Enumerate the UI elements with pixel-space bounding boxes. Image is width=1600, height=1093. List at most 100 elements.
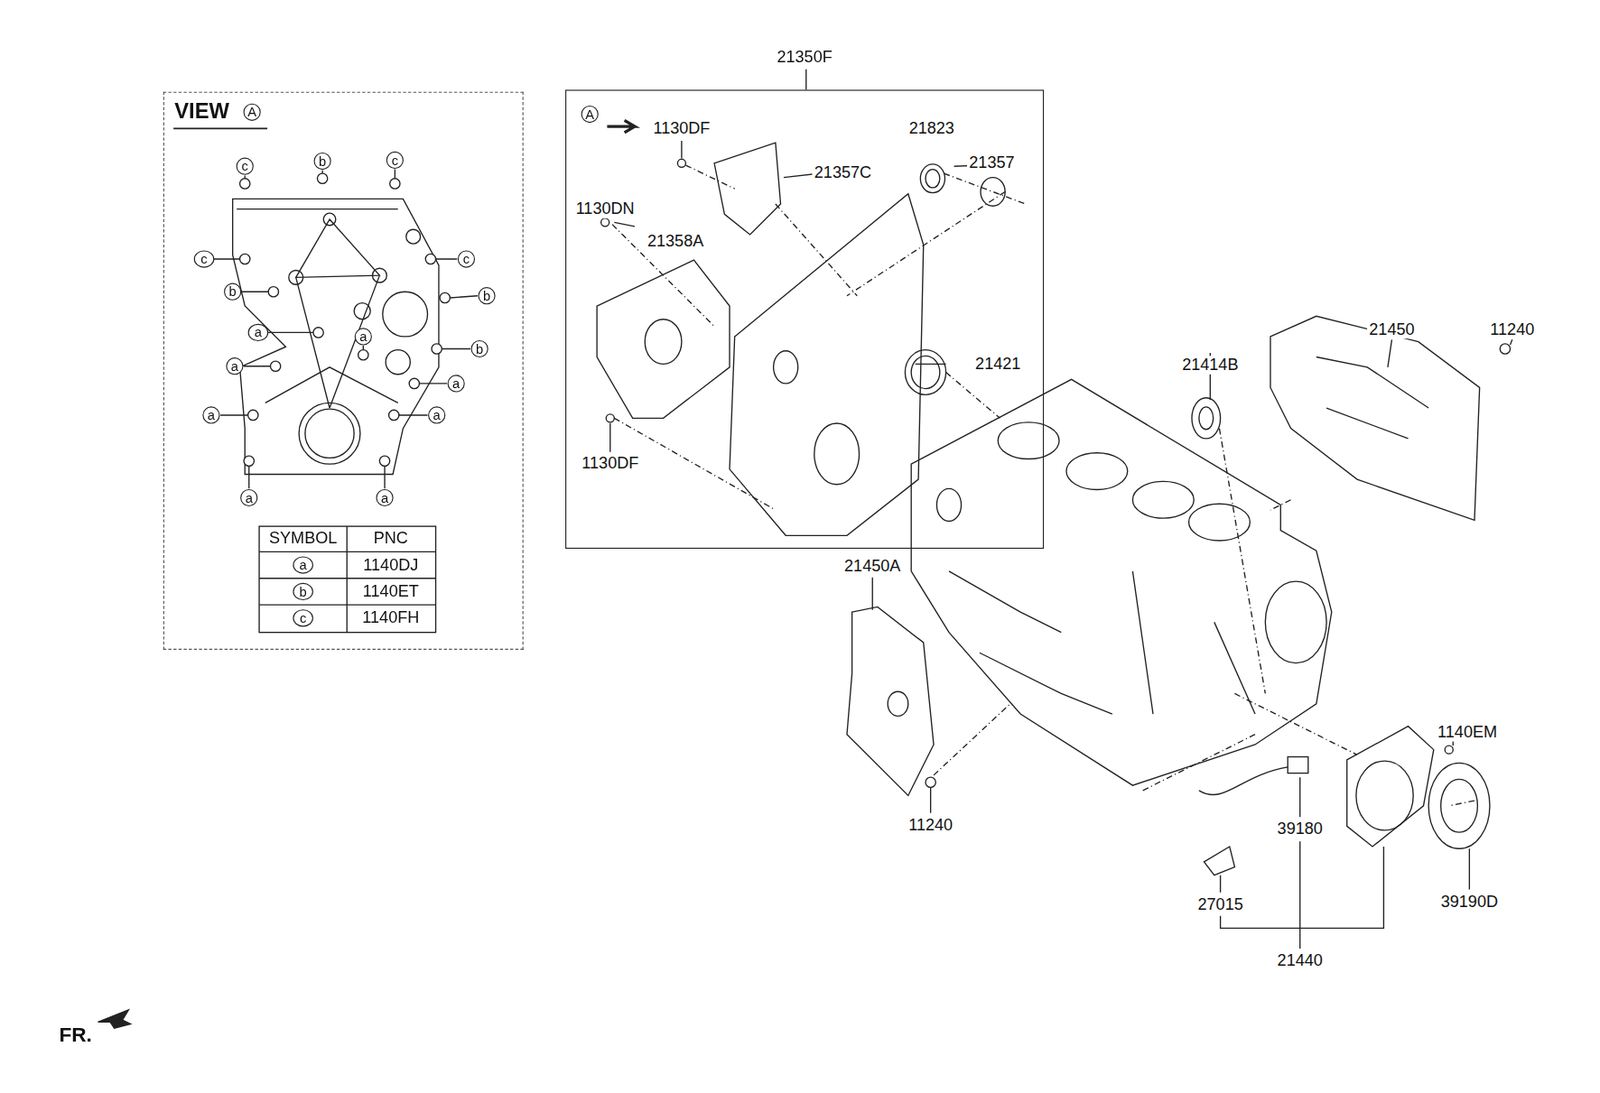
block-parts-part [887, 691, 909, 717]
callout-number: 1140EM [1435, 723, 1500, 742]
engine-block-part [997, 422, 1060, 460]
view-a-cover-part-part [268, 287, 279, 298]
table-grid-part [259, 526, 437, 633]
table-grid-part [346, 526, 348, 633]
view-box: VIEW [163, 92, 524, 651]
symbol-letter: a [427, 406, 446, 424]
timing-cover-parts-part [925, 169, 940, 188]
engine-block-part [1189, 503, 1251, 541]
view-a-cover-part [385, 350, 410, 375]
block-parts-part [1347, 726, 1434, 847]
timing-cover-parts-part [610, 140, 981, 453]
timing-cover-parts-part [911, 355, 940, 389]
view-a-cover-part [232, 198, 439, 475]
timing-cover-parts-part [773, 351, 799, 384]
timing-cover-parts-part [814, 423, 860, 485]
view-a-cover-part [265, 219, 399, 409]
callout-number: 21823 [906, 119, 957, 138]
view-a-cover-part [406, 229, 421, 244]
symbol-letter: c [292, 609, 314, 627]
block-parts-part [872, 339, 1513, 894]
engine-block-part [911, 379, 1332, 786]
timing-cover-parts-part [606, 120, 635, 133]
callout-number: 21357 [967, 154, 1017, 173]
engine-block-part [948, 571, 1256, 715]
block-parts-part [1204, 846, 1236, 876]
timing-cover-parts-part [644, 319, 682, 365]
symbol-letter: c [386, 151, 404, 169]
block-parts-part [1499, 344, 1510, 354]
symbol-letter: c [194, 250, 215, 268]
engine-block-part [1265, 581, 1327, 663]
table-cell: 1140FH [360, 609, 422, 628]
callout-number: 27015 [1195, 895, 1246, 914]
block-parts-part [1199, 767, 1288, 796]
callout-number: 21450 [1367, 320, 1417, 339]
block-parts-part [97, 1010, 131, 1029]
timing-cover-parts-part [677, 158, 686, 168]
timing-cover-parts-part [605, 414, 614, 423]
view-a-cover-part-part [248, 409, 259, 420]
view-a-cover-part [305, 409, 354, 458]
block-parts-part [1356, 761, 1414, 831]
symbol-letter: a [225, 357, 243, 375]
symbol-letter: b [314, 152, 332, 170]
view-a-cover-part-part [358, 350, 369, 361]
block-parts-part [846, 606, 934, 796]
symbol-letter: a [447, 374, 466, 392]
view-a-cover-part-part [379, 455, 390, 466]
table-cell: 1140ET [361, 582, 422, 601]
symbol-letter: c [236, 158, 254, 176]
view-a-cover-part-part [425, 253, 436, 264]
timing-cover-parts [596, 69, 1026, 536]
view-a-cover-part-part [431, 344, 442, 354]
engine-block [911, 379, 1332, 786]
symbol-letter: b [471, 340, 489, 358]
block-parts [97, 316, 1512, 1029]
table-cell: SYMBOL [267, 530, 340, 549]
callout-number: 1130DF [579, 454, 642, 473]
callout-number: 21440 [1274, 951, 1325, 970]
block-parts-part [1191, 398, 1221, 439]
timing-cover-parts-part [612, 165, 1026, 511]
timing-cover-parts-part [920, 164, 945, 194]
front-mark: FR. [56, 1025, 94, 1044]
timing-cover-parts-part [980, 177, 1005, 207]
timing-cover-parts-part [805, 69, 807, 91]
callout-number: 1130DN [573, 200, 637, 219]
view-a-cover-part-part [316, 173, 327, 184]
callout-number: 39190D [1438, 893, 1500, 912]
timing-cover-parts-part [729, 194, 924, 537]
view-a-cover-part-part [390, 178, 400, 189]
engine-block-part [1132, 481, 1194, 519]
view-a-cover-part-part [240, 253, 251, 264]
view-a-cover-part [298, 402, 361, 465]
symbol-letter: c [457, 250, 475, 268]
callout-number: 21450A [842, 557, 903, 576]
callout-number: 21358A [645, 232, 707, 252]
engine-block-part [936, 488, 961, 521]
table-cell: PNC [371, 530, 410, 549]
symbol-letter: a [292, 556, 314, 574]
view-a-cover-part-part [243, 455, 254, 466]
box-heading: 21350F [566, 47, 1043, 66]
view-a-cover-part-part [439, 292, 450, 303]
symbol-letter: a [202, 406, 220, 424]
symbol-letter: A [243, 103, 261, 121]
block-parts-part [1441, 779, 1479, 833]
callout-number: 11240 [1488, 320, 1536, 339]
symbol-letter: a [240, 489, 258, 507]
block-parts-part [1199, 407, 1214, 430]
table-grid [259, 526, 437, 633]
symbol-letter: b [223, 283, 242, 301]
block-parts-part [933, 428, 1475, 807]
callout-number: 21421 [973, 354, 1024, 373]
view-a-cover-part-part [409, 378, 419, 389]
callout-number: 1130DF [651, 119, 713, 138]
symbol-letter: A [581, 105, 599, 123]
timing-cover-parts-part [714, 142, 781, 235]
symbol-letter: a [248, 324, 270, 342]
symbol-letter: a [375, 489, 393, 507]
view-a-cover [173, 128, 478, 489]
